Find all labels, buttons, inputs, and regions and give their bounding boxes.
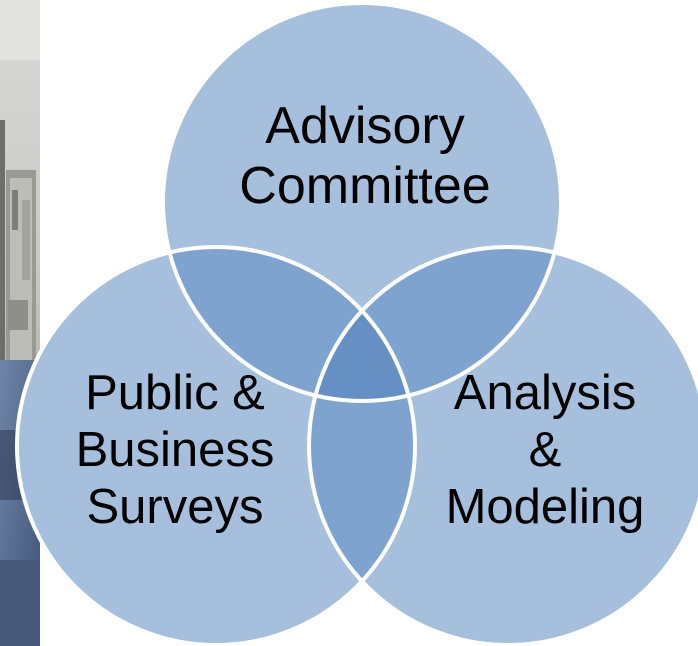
- advisory-committee-label: Advisory Committee: [200, 96, 530, 217]
- overlap-advisory-analysis: [309, 247, 561, 401]
- analysis-modeling-line-3: Modeling: [445, 479, 645, 534]
- public-business-surveys-line-3: Surveys: [86, 479, 264, 534]
- analysis-modeling-line-2: &: [528, 422, 562, 477]
- public-business-surveys-line-2: Business: [75, 422, 275, 477]
- overlap-advisory-public: [163, 247, 415, 401]
- advisory-committee-outline: [161, 1, 563, 403]
- advisory-committee-line-1: Advisory: [265, 97, 465, 155]
- public-business-surveys-line-1: Public &: [85, 366, 265, 420]
- advisory-committee-line-2: Committee: [239, 157, 491, 216]
- analysis-modeling-label: Analysis & Modeling: [405, 365, 685, 535]
- public-business-surveys-outline: [15, 245, 417, 646]
- analysis-modeling-outline: [307, 245, 698, 646]
- public-business-surveys-label: Public & Business Surveys: [40, 365, 310, 535]
- background-photo: [0, 0, 40, 646]
- analysis-modeling-line-1: Analysis: [453, 366, 637, 420]
